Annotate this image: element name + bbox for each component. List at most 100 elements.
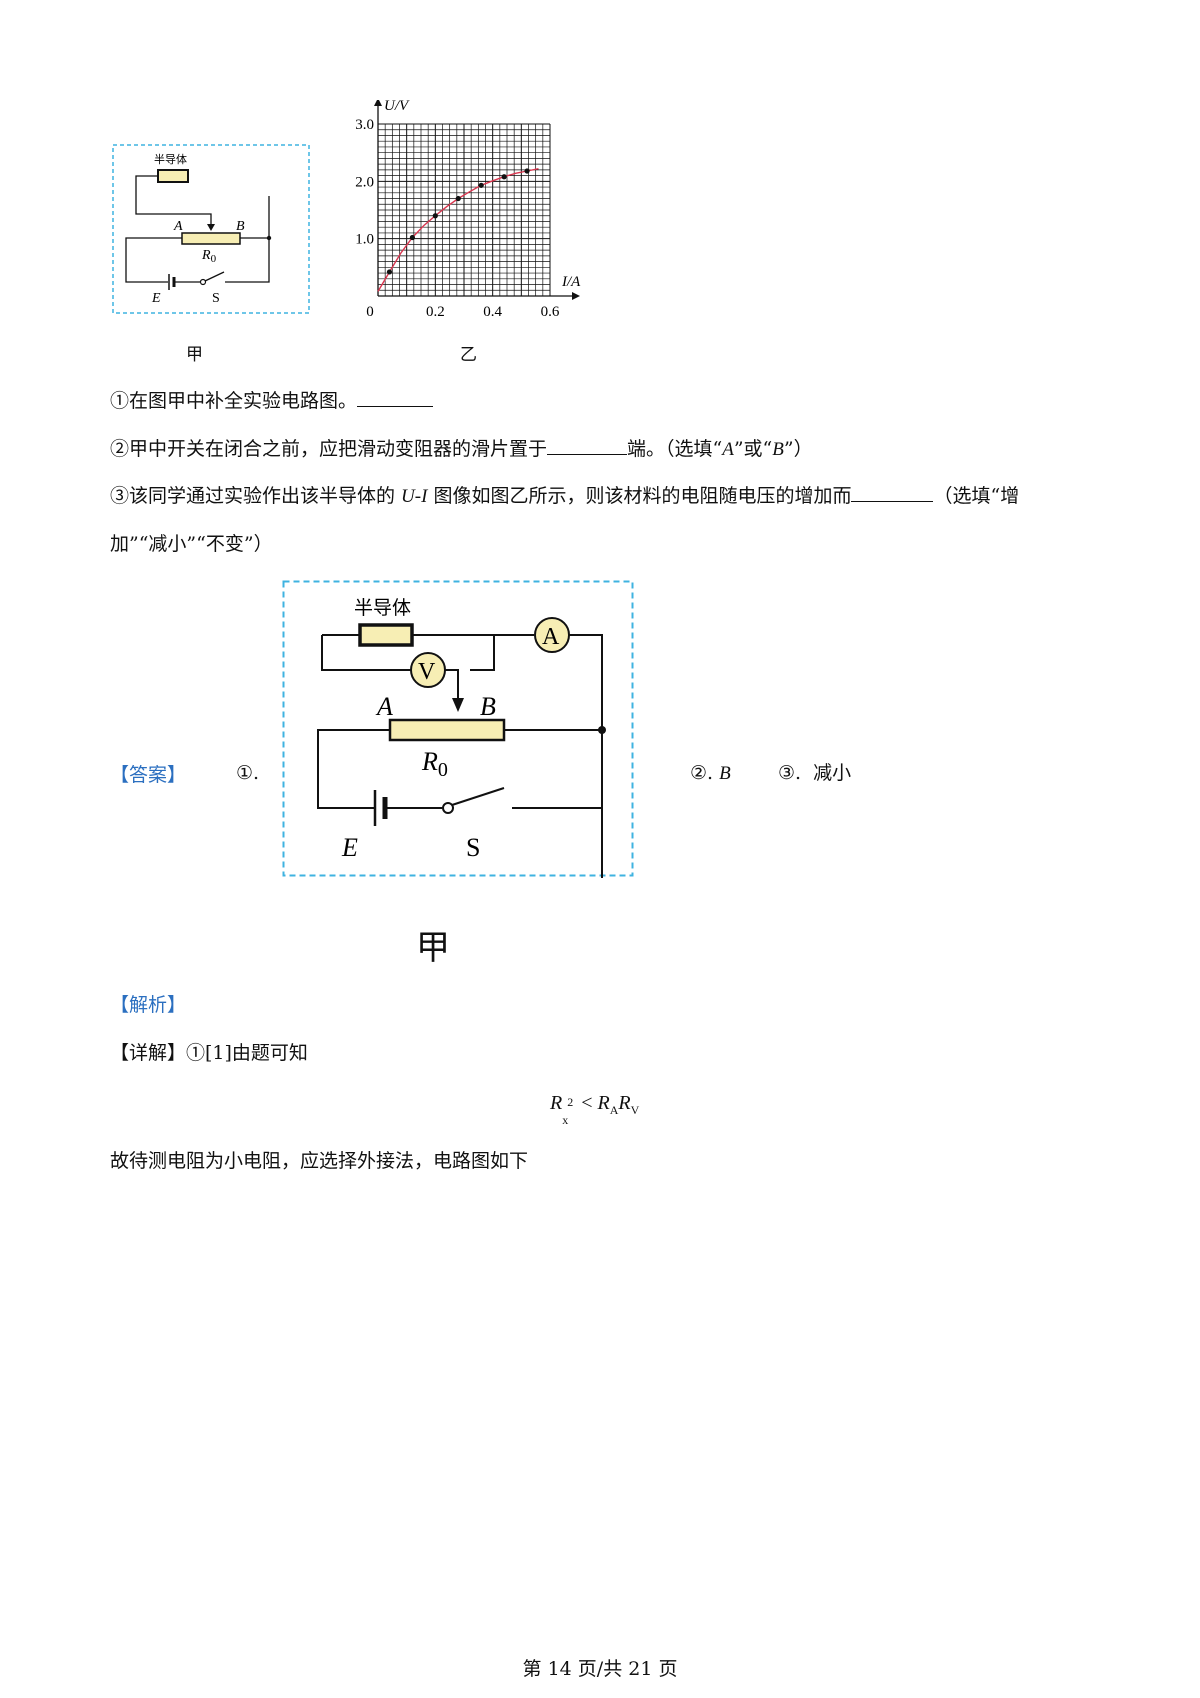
q2-option-a: A <box>722 439 734 460</box>
x-tick-label: 0.2 <box>426 304 445 320</box>
data-point <box>524 168 530 174</box>
label-b: B <box>236 219 245 234</box>
answer-circuit-svg: 半导体 A V A B R0 E S <box>282 580 634 880</box>
answer-item-3: ③. 减小 <box>778 760 851 786</box>
q3-blank[interactable] <box>851 483 934 502</box>
ui-chart: I/A U/V 0 0.2 0.4 0.6 1.0 2.0 3.0 <box>355 98 581 320</box>
formula-lt: < <box>576 1092 598 1114</box>
wire-right-vertical <box>225 196 270 283</box>
wire-loop-left <box>317 729 390 809</box>
switch-lever <box>204 271 225 282</box>
q1-blank[interactable] <box>357 388 434 407</box>
question-1: ①在图甲中补全实验电路图。 <box>110 388 434 414</box>
question-3: ③该同学通过实验作出该半导体的 U-I 图像如图乙所示，则该材料的电阻随电压的增… <box>110 483 1019 510</box>
voltmeter <box>410 652 446 688</box>
q3-text-1: ③该同学通过实验作出该半导体的 <box>110 485 402 507</box>
wire-loop-left <box>125 237 182 283</box>
x-tick-label: 0.4 <box>483 304 502 320</box>
analysis-tag: 【解析】 <box>110 994 187 1016</box>
q3-text-3: （选填“增 <box>933 485 1020 507</box>
formula-a-sub: A <box>609 1103 619 1117</box>
switch-pivot <box>442 802 454 814</box>
dashed-frame <box>112 144 310 314</box>
answer-item-3-label: ③. <box>778 762 802 784</box>
slider-arrow <box>452 698 464 712</box>
page-number: 第 14 页/共 21 页 <box>522 1658 678 1680</box>
label-s: S <box>466 833 480 862</box>
y-tick-label: 3.0 <box>355 117 374 133</box>
wire-left-vertical <box>321 635 459 700</box>
dashed-frame <box>282 580 634 877</box>
answer-circuit-caption: 甲 <box>416 928 450 968</box>
rheostat-r0 <box>388 718 506 742</box>
q2-blank[interactable] <box>547 436 628 455</box>
label-e: E <box>151 291 161 306</box>
slider-arrow <box>207 224 215 231</box>
semiconductor-label: 半导体 <box>154 152 187 166</box>
answer-item-3-value: 减小 <box>813 762 852 784</box>
label-r0: R0 <box>201 248 217 265</box>
q2-option-b: B <box>772 439 784 460</box>
data-point <box>501 174 507 180</box>
semiconductor-resistor <box>358 623 414 647</box>
semiconductor-resistor <box>157 169 189 183</box>
formula-v-sub: V <box>630 1103 640 1117</box>
y-axis-label: U/V <box>384 100 410 114</box>
semiconductor-label: 半导体 <box>354 597 411 619</box>
label-b: B <box>480 692 496 721</box>
label-a: A <box>375 692 393 721</box>
conclusion-text: 故待测电阻为小电阻，应选择外接法，电路图如下 <box>110 1150 529 1172</box>
caption-yi: 乙 <box>460 345 477 365</box>
ammeter-label: A <box>542 624 560 650</box>
q3-text-2: 图像如图乙所示，则该材料的电阻随电压的增加而 <box>427 485 852 507</box>
answer-tag: 【答案】 <box>110 764 187 786</box>
data-point <box>432 213 438 219</box>
wire-ammeter-right <box>569 634 603 880</box>
y-tick-label: 1.0 <box>355 232 374 248</box>
q3-ui: U-I <box>401 486 428 507</box>
answer-item-1: ①. <box>236 762 260 784</box>
data-point <box>478 182 484 188</box>
rheostat-r0 <box>181 232 241 245</box>
q2-text-mid: ”或“ <box>733 438 773 460</box>
origin-label: 0 <box>366 304 374 320</box>
switch-lever <box>451 787 505 806</box>
junction-dot <box>266 235 272 241</box>
y-axis-arrow <box>374 98 382 106</box>
detail-line: 【详解】①[1]由题可知 <box>110 1040 308 1066</box>
switch-pivot <box>199 278 207 286</box>
q1-text: ①在图甲中补全实验电路图。 <box>110 390 358 412</box>
detail-text: ①[1]由题可知 <box>186 1042 308 1064</box>
formula-x-sub: x <box>562 1113 569 1127</box>
answer-circuit: 半导体 A V A B R0 E S <box>282 580 634 880</box>
wire-semi-left <box>135 175 212 226</box>
label-a: A <box>173 219 183 234</box>
wire-volt-right <box>470 635 495 671</box>
figure-jia-top: 半导体 A B R0 E S <box>112 144 312 316</box>
formula-ra: R <box>597 1092 610 1114</box>
figure-yi: I/A U/V 0 0.2 0.4 0.6 1.0 2.0 3.0 <box>340 98 600 332</box>
detail-tag: 【详解】 <box>110 1042 187 1064</box>
wire-bottom-right <box>512 730 603 809</box>
x-tick-label: 0.6 <box>541 304 560 320</box>
answer-item-2: ②. B <box>690 760 731 787</box>
q2-text: ②甲中开关在闭合之前，应把滑动变阻器的滑片置于 <box>110 438 548 460</box>
question-3-line-2: 加”“减小”“不变”） <box>110 533 273 555</box>
formula-rv: R <box>618 1092 631 1114</box>
label-e: E <box>341 833 358 862</box>
voltmeter-label: V <box>418 659 436 685</box>
answer-item-2-value: B <box>719 763 731 784</box>
formula-rx: R <box>550 1092 563 1114</box>
data-point <box>409 234 415 241</box>
x-axis-label: I/A <box>561 274 581 290</box>
answer-item-2-label: ②. <box>690 762 714 784</box>
question-2: ②甲中开关在闭合之前，应把滑动变阻器的滑片置于 端。（选填“A”或“B”） <box>110 436 813 463</box>
data-point <box>455 195 461 202</box>
x-axis-arrow <box>572 292 580 300</box>
y-tick-label: 2.0 <box>355 174 374 190</box>
label-r0: R0 <box>421 747 448 781</box>
data-point <box>386 269 393 275</box>
q2-text-end: ”） <box>783 438 813 460</box>
q2-text-after: 端。（选填“ <box>627 438 723 460</box>
